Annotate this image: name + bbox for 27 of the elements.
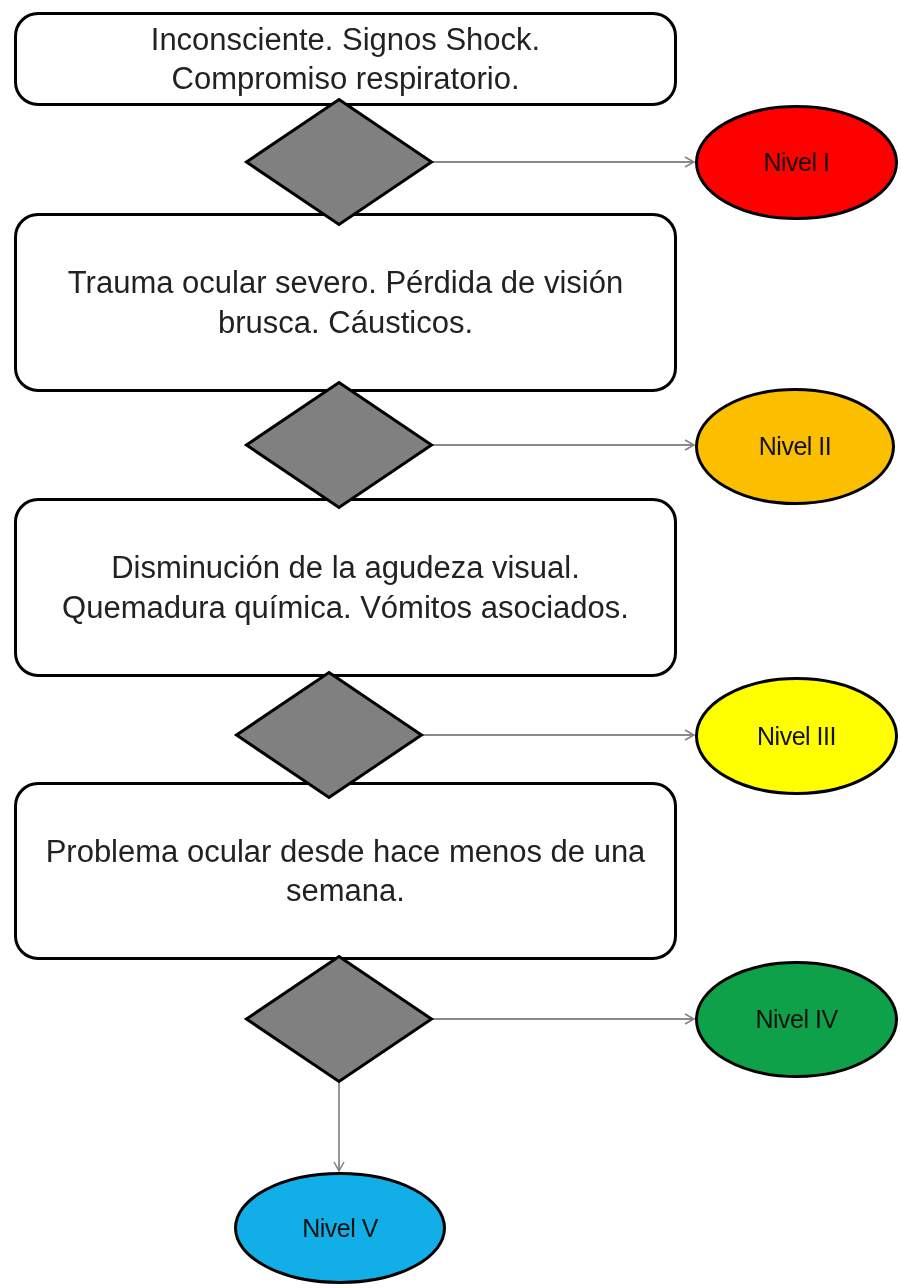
arrow xyxy=(422,729,695,741)
level-ellipse xyxy=(695,105,898,220)
decision-diamond xyxy=(245,98,433,226)
level-ellipse xyxy=(695,677,898,795)
level-ellipse xyxy=(695,961,898,1078)
process-box xyxy=(14,782,677,960)
level-label: Nivel V xyxy=(302,1213,378,1243)
decision-diamond xyxy=(235,671,423,799)
arrow xyxy=(432,439,695,451)
arrow xyxy=(432,156,695,168)
decision-diamond xyxy=(245,955,433,1083)
box-text: Inconsciente. Signos Shock. Compromiso respiratorio. xyxy=(149,20,542,98)
process-box xyxy=(14,498,677,677)
level-label: Nivel II xyxy=(758,432,832,461)
arrow xyxy=(333,1082,345,1172)
box-text: Trauma ocular severo. Pérdida de visión brusca. Cáusticos. xyxy=(66,264,625,342)
box-text: Problema ocular desde hace menos de una semana. xyxy=(44,832,647,910)
decision-diamond xyxy=(245,381,433,509)
level-label: Nivel III xyxy=(757,721,836,751)
level-label: Nivel I xyxy=(763,148,830,177)
arrow xyxy=(432,1013,695,1025)
level-ellipse xyxy=(695,388,895,505)
process-box xyxy=(14,213,677,392)
level-ellipse xyxy=(234,1172,446,1284)
box-text: Disminución de la agudeza visual. Quemadura química. Vómitos asociados. xyxy=(61,549,630,627)
process-box xyxy=(14,12,677,106)
level-label: Nivel IV xyxy=(755,1005,838,1034)
